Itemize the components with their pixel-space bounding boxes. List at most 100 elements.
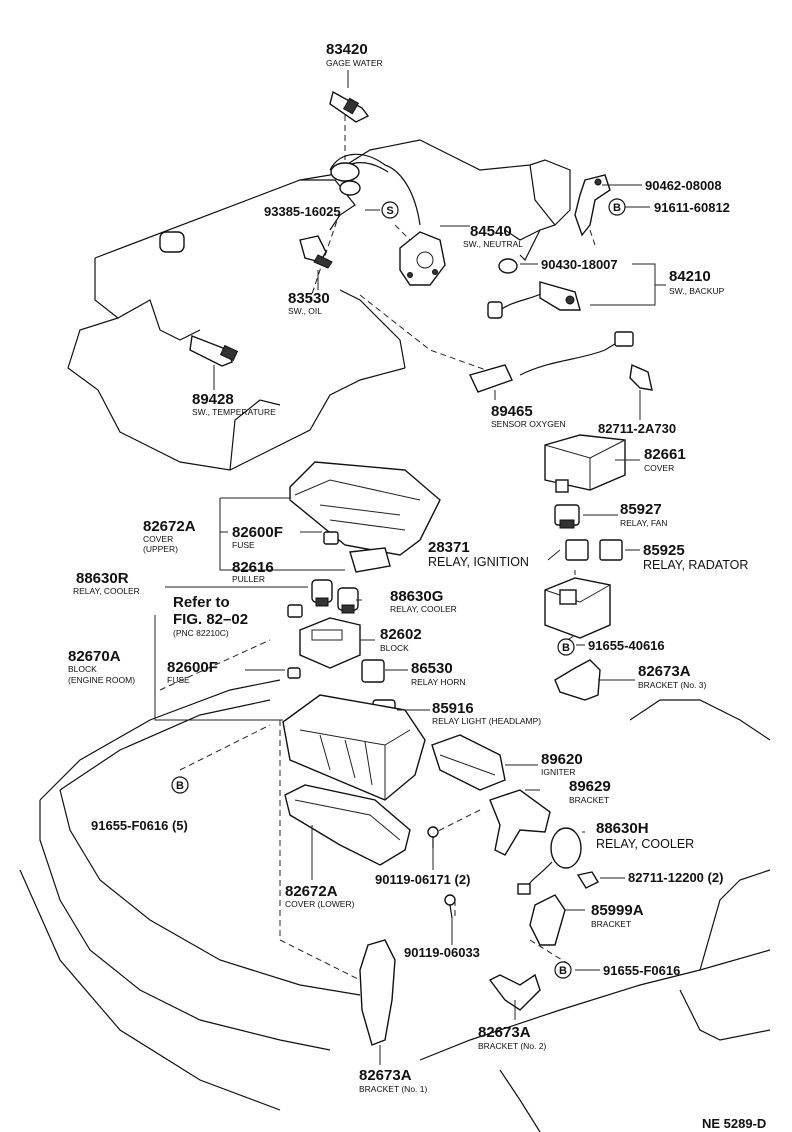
fuse-box-cover-lower-part xyxy=(284,784,411,866)
label-85916: 85916 RELAY LIGHT (HEADLAMP) xyxy=(432,700,541,726)
bolt-90119-06171-part xyxy=(427,826,439,848)
small-fuse-part xyxy=(287,667,301,679)
puller-part xyxy=(349,547,391,573)
fan-relay-part xyxy=(554,504,580,529)
svg-text:82670A: 82670A xyxy=(68,648,121,665)
svg-text:85916: 85916 xyxy=(432,700,474,717)
svg-text:(UPPER): (UPPER) xyxy=(143,544,178,554)
label-90462-08008: 90462-08008 xyxy=(645,178,722,193)
svg-text:BLOCK: BLOCK xyxy=(380,643,409,653)
cooler-relay-h-part xyxy=(517,827,582,895)
relay-block-part xyxy=(544,577,611,639)
svg-text:B: B xyxy=(176,780,184,792)
fuse-82600f-part xyxy=(323,531,339,545)
relay-box-cover-part xyxy=(544,434,626,493)
svg-text:BRACKET: BRACKET xyxy=(591,919,631,929)
svg-text:IGNITER: IGNITER xyxy=(541,767,575,777)
svg-text:BRACKET (No. 1): BRACKET (No. 1) xyxy=(359,1084,428,1094)
label-28371: 28371 RELAY, IGNITION xyxy=(428,539,529,569)
igniter-part xyxy=(431,734,506,791)
svg-text:82616: 82616 xyxy=(232,559,274,576)
svg-text:82661: 82661 xyxy=(644,446,686,463)
svg-text:FUSE: FUSE xyxy=(167,675,190,685)
label-85927: 85927 RELAY, FAN xyxy=(620,501,667,528)
symbol-b-91655-40616: B xyxy=(557,638,575,656)
svg-text:89465: 89465 xyxy=(491,403,533,420)
svg-text:FUSE: FUSE xyxy=(232,540,255,550)
oil-switch-part xyxy=(299,235,333,269)
svg-text:BRACKET (No. 2): BRACKET (No. 2) xyxy=(478,1041,547,1051)
neutral-switch-part xyxy=(399,231,446,286)
clip-82711-12200-part xyxy=(576,871,599,889)
svg-text:82673A: 82673A xyxy=(359,1067,412,1084)
svg-text:86530: 86530 xyxy=(411,660,453,677)
label-89629: 89629 BRACKET xyxy=(569,778,611,805)
label-82616: 82616 PULLER xyxy=(232,559,274,584)
svg-text:83530: 83530 xyxy=(288,290,330,307)
cooler-relay-r-part xyxy=(311,579,333,607)
label-89465: 89465 SENSOR OXYGEN xyxy=(491,403,566,429)
fuse-box-cover-upper-part xyxy=(289,461,441,556)
label-refer-fig: Refer to FIG. 82–02 (PNC 82210C) xyxy=(173,594,248,638)
washer-90430-part xyxy=(498,258,518,274)
label-82672a-lower: 82672A COVER (LOWER) xyxy=(285,883,355,909)
label-90430-18007: 90430-18007 xyxy=(541,257,618,272)
clip-82711-2a730-part xyxy=(629,363,653,391)
label-82602: 82602 BLOCK xyxy=(380,626,422,653)
label-91655-40616: 91655-40616 xyxy=(588,638,665,653)
svg-text:82600F: 82600F xyxy=(232,524,283,541)
svg-text:82672A: 82672A xyxy=(143,518,196,535)
label-93385-16025: 93385-16025 xyxy=(264,204,341,219)
svg-text:BRACKET: BRACKET xyxy=(569,795,609,805)
svg-text:88630R: 88630R xyxy=(76,570,129,587)
svg-text:PULLER: PULLER xyxy=(232,574,265,584)
label-82600f-a: 82600F FUSE xyxy=(232,524,283,550)
label-83530: 83530 SW., OIL xyxy=(288,290,330,316)
svg-text:88630H: 88630H xyxy=(596,820,649,837)
label-85925: 85925 RELAY, RADATOR xyxy=(643,542,748,572)
label-82670a: 82670A BLOCK (ENGINE ROOM) xyxy=(68,648,135,685)
label-82661: 82661 COVER xyxy=(644,446,686,473)
label-91655-f0616: 91655-F0616 xyxy=(603,963,680,978)
svg-text:83420: 83420 xyxy=(326,41,368,58)
svg-text:COVER: COVER xyxy=(143,534,173,544)
svg-text:RELAY, RADATOR: RELAY, RADATOR xyxy=(643,558,748,572)
svg-text:Refer to: Refer to xyxy=(173,594,230,611)
svg-text:84210: 84210 xyxy=(669,268,711,285)
label-82673a-no1: 82673A BRACKET (No. 1) xyxy=(359,1067,428,1094)
figure-code: NE 5289-D xyxy=(702,1116,766,1131)
svg-text:GAGE WATER: GAGE WATER xyxy=(326,58,383,68)
label-82673a-no2: 82673A BRACKET (No. 2) xyxy=(478,1024,547,1051)
svg-text:COVER (LOWER): COVER (LOWER) xyxy=(285,899,355,909)
svg-text:RELAY, FAN: RELAY, FAN xyxy=(620,518,667,528)
svg-text:(ENGINE ROOM): (ENGINE ROOM) xyxy=(68,675,135,685)
label-90119-06171: 90119-06171 (2) xyxy=(375,872,470,887)
svg-text:FIG. 82–02: FIG. 82–02 xyxy=(173,611,248,628)
gage-water-part xyxy=(329,90,370,123)
radator-relay-part xyxy=(599,539,623,561)
svg-text:RELAY HORN: RELAY HORN xyxy=(411,677,465,687)
engine-room-block-part xyxy=(282,694,426,801)
car-body-outline xyxy=(19,679,771,1132)
svg-text:RELAY, COOLER: RELAY, COOLER xyxy=(596,837,694,851)
svg-text:85927: 85927 xyxy=(620,501,662,518)
svg-text:85925: 85925 xyxy=(643,542,685,559)
label-89620: 89620 IGNITER xyxy=(541,751,583,777)
label-84540: 84540 SW., NEUTRAL xyxy=(463,223,523,249)
symbol-s-93385: S xyxy=(381,201,399,219)
label-88630g: 88630G RELAY, COOLER xyxy=(390,588,457,614)
label-85999a: 85999A BRACKET xyxy=(591,902,644,929)
backup-switch-part xyxy=(487,281,581,319)
label-89428: 89428 SW., TEMPERATURE xyxy=(192,391,276,417)
engine-block-outline xyxy=(67,139,571,471)
label-82711-2a730: 82711-2A730 xyxy=(598,421,676,436)
label-83420: 83420 GAGE WATER xyxy=(326,41,383,68)
svg-text:RELAY, COOLER: RELAY, COOLER xyxy=(73,586,140,596)
svg-text:SW., BACKUP: SW., BACKUP xyxy=(669,286,725,296)
svg-text:(PNC 82210C): (PNC 82210C) xyxy=(173,628,229,638)
ignition-relay-part xyxy=(565,539,589,561)
svg-text:82600F: 82600F xyxy=(167,659,218,676)
symbol-b-91611: B xyxy=(608,198,626,216)
svg-text:82602: 82602 xyxy=(380,626,422,643)
